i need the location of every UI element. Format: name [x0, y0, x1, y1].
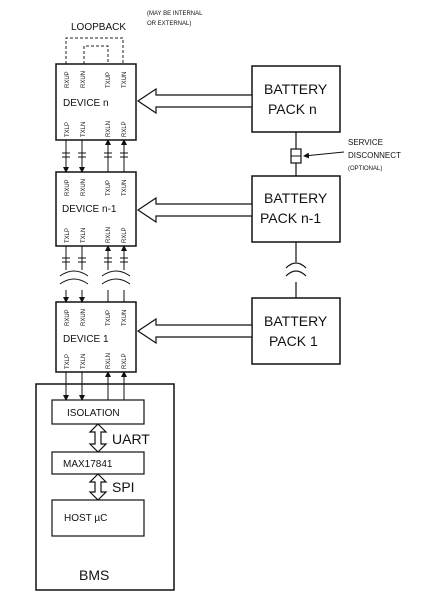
- device-1-label: DEVICE 1: [63, 334, 109, 345]
- link-1-to-isolation: [63, 371, 127, 401]
- pin-label: RXUP: [65, 179, 71, 196]
- max17841-label: MAX17841: [63, 459, 113, 470]
- spi-double-arrow: [88, 473, 108, 501]
- loopback-paths: [65, 37, 124, 64]
- service-disconnect-line1: SERVICE: [348, 138, 383, 147]
- pin-label: TXLP: [65, 122, 71, 137]
- pin-label: TXLP: [65, 354, 71, 369]
- pin-label: RXLP: [122, 121, 128, 137]
- isolation-box: [51, 399, 145, 425]
- pin-label: TXUP: [106, 72, 112, 88]
- device-1-bottom-pins: TXLP TXLN RXLN RXLP: [65, 353, 128, 369]
- pin-label: RXLP: [122, 227, 128, 243]
- uart-label: UART: [112, 431, 150, 447]
- device-n1-box: [55, 171, 137, 247]
- uart-double-arrow: [88, 423, 108, 453]
- power-arrow-n: [136, 87, 253, 115]
- service-disconnect-pointer: [303, 151, 345, 159]
- service-disconnect-line2: DISCONNECT: [348, 151, 401, 160]
- pin-label: TXUN: [122, 310, 128, 326]
- pin-label: TXUN: [122, 72, 128, 88]
- battery-pack-n-line1: BATTERY: [264, 81, 328, 97]
- device-n1-label: DEVICE n-1: [62, 204, 117, 215]
- pin-label: TXUP: [106, 310, 112, 326]
- battery-pack-n1-line2: PACK n-1: [260, 210, 321, 226]
- battery-pack-n-line2: PACK n: [268, 101, 317, 117]
- device-n-bottom-pins: TXLP TXLN RXLN RXLP: [65, 121, 128, 137]
- loopback-note-line1: (MAY BE INTERNAL: [147, 11, 203, 17]
- loopback-note-line2: OR EXTERNAL): [147, 21, 191, 27]
- battery-pack-n1-box: [251, 175, 341, 243]
- pin-label: TXUN: [122, 180, 128, 196]
- link-n1-to-1: [59, 245, 131, 303]
- host-box: [51, 499, 145, 537]
- pin-label: TXLP: [65, 228, 71, 243]
- battery-pack-n1-line1: BATTERY: [264, 190, 328, 206]
- device-1-top-pins: RXUP RXUN TXUP TXUN: [65, 309, 128, 326]
- spi-label: SPI: [112, 479, 135, 495]
- device-n-box: [55, 63, 137, 141]
- pin-label: RXLP: [122, 353, 128, 369]
- isolation-label: ISOLATION: [67, 408, 120, 419]
- service-disconnect-line3: (OPTIONAL): [348, 166, 382, 172]
- pin-label: RXLN: [106, 227, 112, 243]
- pin-label: RXUP: [65, 309, 71, 326]
- pin-label: TXLN: [81, 354, 87, 369]
- pin-label: RXLN: [106, 353, 112, 369]
- power-arrow-1: [136, 317, 253, 345]
- host-label: HOST µC: [64, 513, 107, 524]
- loopback-label: LOOPBACK: [71, 22, 126, 33]
- battery-pack-1-line1: BATTERY: [264, 313, 328, 329]
- pin-label: TXUP: [106, 180, 112, 196]
- pack-interconnect: [285, 132, 307, 298]
- pin-label: RXLN: [106, 121, 112, 137]
- power-arrow-n1: [136, 196, 253, 224]
- pin-label: RXUN: [81, 71, 87, 88]
- pin-label: RXUN: [81, 179, 87, 196]
- pin-label: RXUN: [81, 309, 87, 326]
- link-n-to-n1: [62, 139, 128, 173]
- device-n1-top-pins: RXUP RXUN TXUP TXUN: [65, 179, 128, 196]
- battery-pack-1-line2: PACK 1: [269, 333, 318, 349]
- battery-pack-n-box: [251, 65, 341, 133]
- device-n-label: DEVICE n: [63, 98, 109, 109]
- battery-pack-1-box: [251, 297, 341, 365]
- device-n1-bottom-pins: TXLP TXLN RXLN RXLP: [65, 227, 128, 243]
- device-1-box: [55, 301, 137, 373]
- pin-label: TXLN: [81, 122, 87, 137]
- bms-box: [35, 383, 175, 591]
- pin-label: RXUP: [65, 71, 71, 88]
- bms-label: BMS: [79, 567, 109, 583]
- device-n-top-pins: RXUP RXUN TXUP TXUN: [65, 71, 128, 88]
- pin-label: TXLN: [81, 228, 87, 243]
